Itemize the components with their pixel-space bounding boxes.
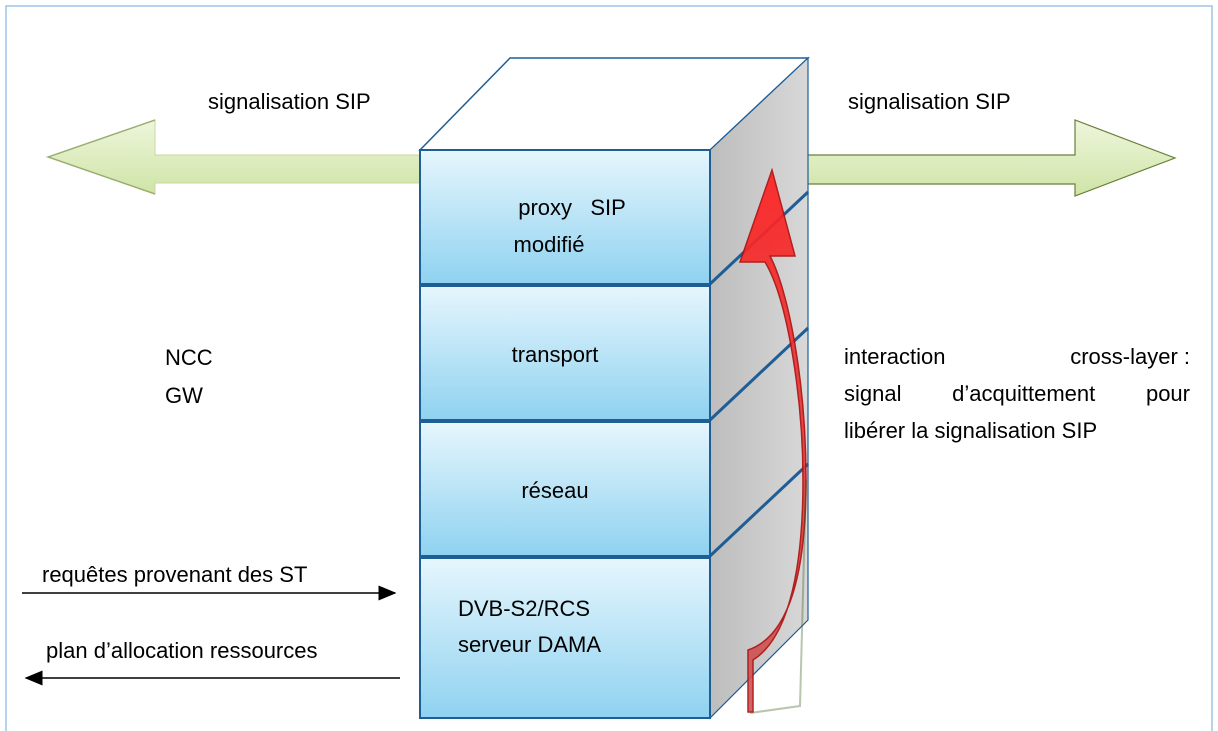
layer-proxy-sip — [419, 149, 711, 285]
stack-side-face — [709, 56, 809, 720]
layer-proxy-label-line2: modifié — [514, 232, 585, 257]
node-label-gw: GW — [165, 383, 203, 408]
left-arrow-label: signalisation SIP — [208, 89, 371, 114]
layer-reseau — [419, 421, 711, 557]
layer-proxy-label-line1: proxy SIP — [518, 195, 626, 220]
layer-dvb-label-line2: serveur DAMA — [458, 632, 601, 657]
cross-layer-text-line1-b: cross-layer : — [1070, 344, 1190, 369]
left-signalisation-arrow — [46, 119, 421, 195]
cross-layer-arrow — [738, 167, 807, 713]
incoming-requests-label: requêtes provenant des ST — [42, 562, 307, 587]
layer-dvb — [419, 557, 711, 719]
allocation-plan-label: plan d’allocation ressources — [46, 638, 318, 663]
cross-layer-text-line2: signal d’acquittement pour — [844, 381, 1190, 406]
layer-transport — [419, 285, 711, 421]
cross-layer-text-line3: libérer la signalisation SIP — [844, 418, 1098, 443]
layer-dvb-label-line1: DVB-S2/RCS — [458, 596, 590, 621]
layer-reseau-label: réseau — [521, 478, 588, 503]
frame-border — [5, 5, 1213, 731]
layer-transport-label: transport — [512, 342, 599, 367]
cross-layer-text-line1-a: interaction — [844, 344, 946, 369]
node-label-ncc: NCC — [165, 345, 213, 370]
cross-layer-text-line1: interaction cross-layer : — [844, 340, 1190, 374]
right-signalisation-arrow — [777, 119, 1177, 197]
right-arrow-label: signalisation SIP — [848, 89, 1011, 114]
